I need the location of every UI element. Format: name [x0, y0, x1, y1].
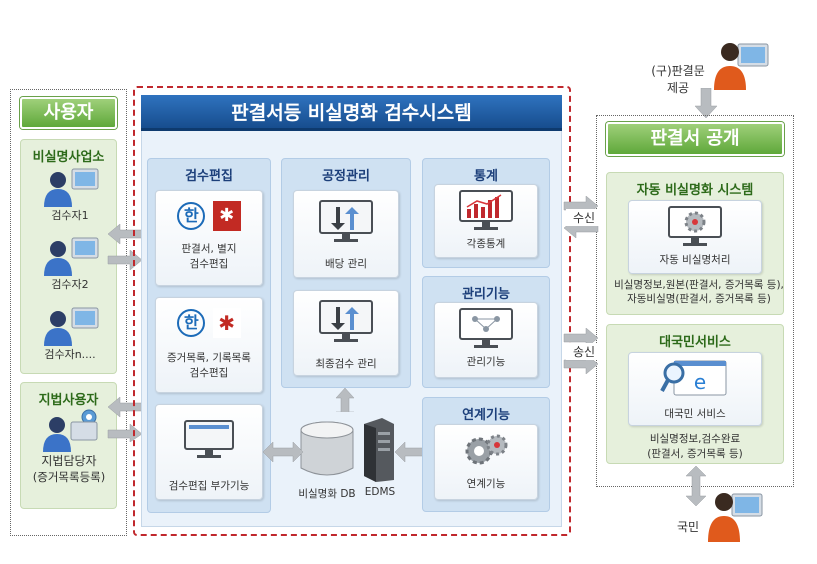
citizen-user-icon — [708, 493, 763, 542]
district-court-officer: 지법담당자 (증거목록등록) — [24, 408, 114, 485]
hwp-document-icon: 한 — [177, 202, 206, 230]
mgmt-card-label: 관리기능 — [466, 356, 506, 368]
server-icon — [364, 418, 394, 482]
evidence-review-label-2: 검수편집 — [189, 367, 229, 379]
monitor-updown-icon — [319, 300, 373, 342]
judgment-review-label-1: 판결서, 별지 — [181, 243, 237, 255]
browser-search-icon: e — [660, 360, 727, 396]
mgmt-card[interactable]: 관리기능 — [434, 302, 538, 378]
inspector-1-label: 검수자1 — [51, 209, 89, 222]
final-review-card[interactable]: 최종검수 관리 — [293, 290, 399, 376]
old-judgment-label: (구)판결문 제공 — [648, 62, 708, 96]
monitor-icon — [184, 420, 234, 458]
judgment-review-card[interactable]: 한 ✱ 판결서, 별지 검수편집 — [155, 190, 263, 286]
public-service-note-1: 비실명정보,검수완료 — [649, 433, 741, 445]
district-court-title: 지법사용자 — [38, 393, 99, 408]
user-at-computer-icon — [44, 237, 99, 276]
stats-card-label: 각종통계 — [466, 238, 506, 250]
provider-user-icon — [714, 43, 769, 90]
stats-title: 통계 — [474, 169, 498, 184]
assignment-mgmt-card[interactable]: 배당 관리 — [293, 190, 399, 278]
link-card-label: 연계기능 — [466, 478, 506, 490]
public-service-card-label: 대국민 서비스 — [664, 408, 726, 420]
old-judgment-line-1: (구)판결문 — [651, 64, 705, 78]
citizen-label: 국민 — [676, 520, 700, 534]
send-label: 송신 — [566, 343, 602, 360]
review-addon-label: 검수편집 부가기능 — [168, 480, 250, 492]
judgment-review-label-2: 검수편집 — [189, 258, 229, 270]
db-label: 비실명화 DB — [298, 488, 356, 500]
system-title-bar: 판결서등 비실명화 검수시스템 — [141, 95, 562, 131]
old-judgment-line-2: 제공 — [666, 81, 690, 95]
hwp-document-icon: 한 — [177, 309, 206, 337]
network-monitor-icon — [459, 308, 513, 348]
auto-deid-title: 자동 비실명화 시스템 — [636, 183, 754, 198]
inspector-2: 검수자2 — [30, 236, 110, 292]
svg-text:e: e — [694, 370, 706, 394]
pdf-document-icon: ✱ — [212, 308, 241, 338]
stats-card[interactable]: 각종통계 — [434, 184, 538, 258]
user-at-computer-icon — [44, 307, 99, 346]
district-officer-label: 지법담당자 — [41, 454, 97, 468]
inspector-1: 검수자1 — [30, 167, 110, 223]
user-frame — [10, 89, 127, 536]
review-addon-card[interactable]: 검수편집 부가기능 — [155, 404, 263, 500]
auto-deid-note-1: 비실명정보,원본(판결서, 증거목록 등), — [614, 279, 784, 291]
evidence-review-card[interactable]: 한 ✱ 증거목록, 기록목록 검수편집 — [155, 297, 263, 393]
provider-down-arrow — [694, 88, 718, 118]
final-review-label: 최종검수 관리 — [315, 358, 377, 370]
inspector-2-label: 검수자2 — [51, 278, 89, 291]
link-card[interactable]: 연계기능 — [434, 424, 538, 500]
assignment-mgmt-label: 배당 관리 — [325, 258, 367, 270]
user-at-computer-icon — [44, 168, 99, 207]
evidence-review-label-1: 증거목록, 기록목록 — [167, 352, 251, 364]
user-with-gear-icon — [43, 409, 98, 452]
business-office-title: 비실명사업소 — [32, 150, 105, 165]
public-service-title: 대국민서비스 — [659, 335, 731, 350]
process-mgmt-title: 공정관리 — [322, 169, 370, 184]
auto-deid-card-label: 자동 비실명처리 — [659, 254, 731, 266]
receive-label: 수신 — [566, 209, 602, 226]
publication-header: 판결서 공개 — [606, 122, 784, 156]
edms-label: EDMS — [364, 486, 396, 498]
deid-monitor-icon — [668, 206, 722, 246]
user-header: 사용자 — [20, 97, 117, 129]
district-officer-sublabel: (증거목록등록) — [32, 470, 106, 484]
system-title: 판결서등 비실명화 검수시스템 — [231, 102, 472, 124]
addon-db-arrow — [263, 441, 303, 463]
public-service-note-2: (판결서, 증거목록 등) — [647, 448, 743, 460]
gears-icon — [465, 434, 508, 465]
public-service-card[interactable]: e 대국민 서비스 — [628, 352, 762, 426]
review-edit-title: 검수편집 — [185, 169, 233, 184]
inspector-n-label: 검수자n.... — [44, 348, 96, 361]
chart-monitor-icon — [459, 190, 513, 230]
auto-deid-note: 비실명정보,원본(판결서, 증거목록 등), 자동비실명(판결서, 증거목록 등… — [606, 278, 792, 306]
public-service-note: 비실명정보,검수완료 (판결서, 증거목록 등) — [606, 432, 784, 462]
citizen-updown-arrow — [685, 466, 707, 506]
auto-deid-card[interactable]: 자동 비실명처리 — [628, 200, 762, 274]
main-system-frame — [133, 86, 571, 536]
monitor-updown-icon — [319, 200, 373, 242]
mgmt-title: 관리기능 — [462, 287, 510, 302]
inspector-n: 검수자n.... — [30, 306, 110, 362]
auto-deid-note-2: 자동비실명(판결서, 증거목록 등) — [627, 293, 771, 305]
link-title: 연계기능 — [462, 408, 510, 423]
pdf-document-icon: ✱ — [212, 201, 241, 231]
database-icon — [300, 421, 354, 476]
